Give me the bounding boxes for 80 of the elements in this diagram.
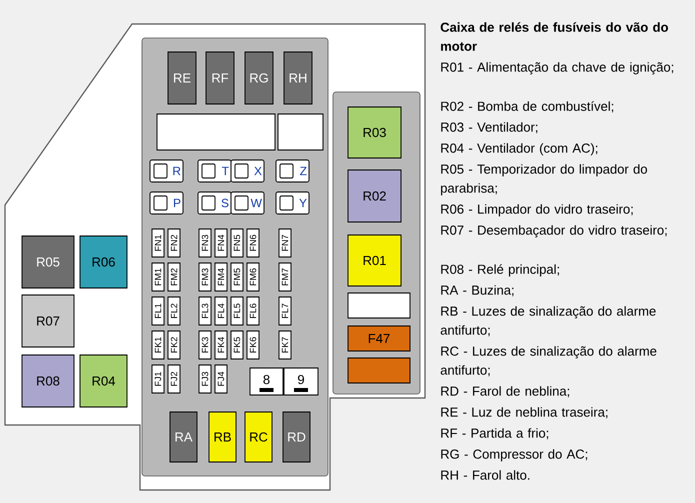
fuse: FL7 [278, 296, 292, 326]
legend-entry: RH - Farol alto. [441, 470, 530, 480]
fuse: FN1 [152, 228, 164, 258]
connector-socket: Y [276, 192, 310, 214]
legend-entry: R04 - Ventilador (com AC); [441, 143, 598, 156]
relay-box: R01 [348, 234, 402, 286]
fuse: FM1 [152, 262, 164, 292]
fuse: FM7 [278, 262, 292, 292]
connector-socket: X [230, 160, 264, 182]
relay-box: RA [170, 412, 198, 462]
legend-entry: RC - Luzes de sinalização do alarme antifurto; [440, 346, 656, 376]
relay-box: RB [208, 412, 236, 462]
heading: Caixa de relés de fusíveis do vão do motor [440, 22, 668, 51]
fuse: FM3 [198, 262, 212, 292]
fuse: FM2 [168, 262, 180, 292]
fuse: FM5 [230, 262, 244, 292]
relay-box: R08 [22, 354, 74, 408]
fuse: FM6 [246, 262, 260, 292]
relay-box: R04 [80, 354, 128, 408]
fuse-slot: 8 [250, 368, 284, 396]
legend-entry: R02 - Bomba de combustível; [441, 101, 614, 112]
blank-slot [278, 114, 324, 150]
fuse: FK7 [278, 330, 292, 360]
fuse: FJ4 [214, 364, 228, 394]
fuse: FL4 [214, 296, 228, 326]
legend-entry: R03 - Ventilador; [441, 122, 538, 134]
fuse: FN4 [214, 228, 228, 258]
legend-entry: RE - Luz de neblina traseira; [441, 407, 608, 418]
relay-box: RF [206, 52, 234, 104]
legend-entry: RD - Farol de neblina; [441, 386, 570, 398]
legend-entry: R06 - Limpador do vidro traseiro; [441, 204, 633, 216]
legend-entry: R01 - Alimentação da chave de ignição; [441, 62, 674, 74]
fuse-slot: 9 [284, 368, 318, 396]
connector-socket: Z [276, 160, 310, 182]
fuse: FN5 [230, 228, 244, 258]
blank-slot [348, 358, 410, 384]
legend-entry: R07 - Desembaçador do vidro traseiro; [441, 225, 667, 238]
fuse: FL2 [168, 296, 180, 326]
connector-socket: S [198, 192, 232, 214]
fuse: FJ1 [152, 364, 164, 394]
legend-entry: R05 - Temporizador do limpador do parabrisa; [441, 164, 647, 196]
blank-slot [348, 292, 410, 318]
fuse: FN7 [278, 228, 292, 258]
fuse: FJ2 [168, 364, 180, 394]
relay-box: R07 [22, 294, 74, 348]
connector-socket: T [198, 160, 232, 182]
legend-entry: RA - Buzina; [441, 285, 514, 296]
legend-entry: RG - Compressor do AC; [441, 449, 588, 462]
fuse: FK4 [214, 330, 228, 360]
fuse: FN6 [246, 228, 260, 258]
fuse: FK6 [246, 330, 260, 360]
fuse: FL5 [230, 296, 244, 326]
fuse: FN2 [168, 228, 180, 258]
relay-box: RE [168, 52, 196, 104]
fuse: FK1 [152, 330, 164, 360]
fuse: FJ3 [198, 364, 212, 394]
fuse: FK3 [198, 330, 212, 360]
relay-box: R02 [348, 170, 402, 222]
blank-slot [156, 114, 276, 150]
connector-socket: P [150, 192, 184, 214]
fuse: FN3 [198, 228, 212, 258]
fuse: FL6 [246, 296, 260, 326]
relay-box: R06 [80, 236, 128, 288]
fuse: FK5 [230, 330, 244, 360]
fuse: FL1 [152, 296, 164, 326]
connector-socket: R [150, 160, 184, 182]
relay-box: R03 [348, 106, 402, 158]
legend-entry: RB - Luzes de sinalização do alarme antifurto; [440, 306, 656, 336]
fuse: FM4 [214, 262, 228, 292]
relay-box: RG [244, 52, 274, 104]
connector-socket: W [230, 192, 264, 214]
fuse: FL3 [198, 296, 212, 326]
legend-entry: RF - Partida a frio; [441, 428, 548, 440]
fuse: FK2 [168, 330, 180, 360]
relay-box: RH [284, 52, 312, 104]
legend-entry: R08 - Relé principal; [441, 264, 559, 276]
relay-box: R05 [22, 236, 74, 288]
relay-box: F47 [348, 326, 410, 352]
relay-box: RD [282, 412, 310, 462]
relay-box: RC [244, 412, 272, 462]
